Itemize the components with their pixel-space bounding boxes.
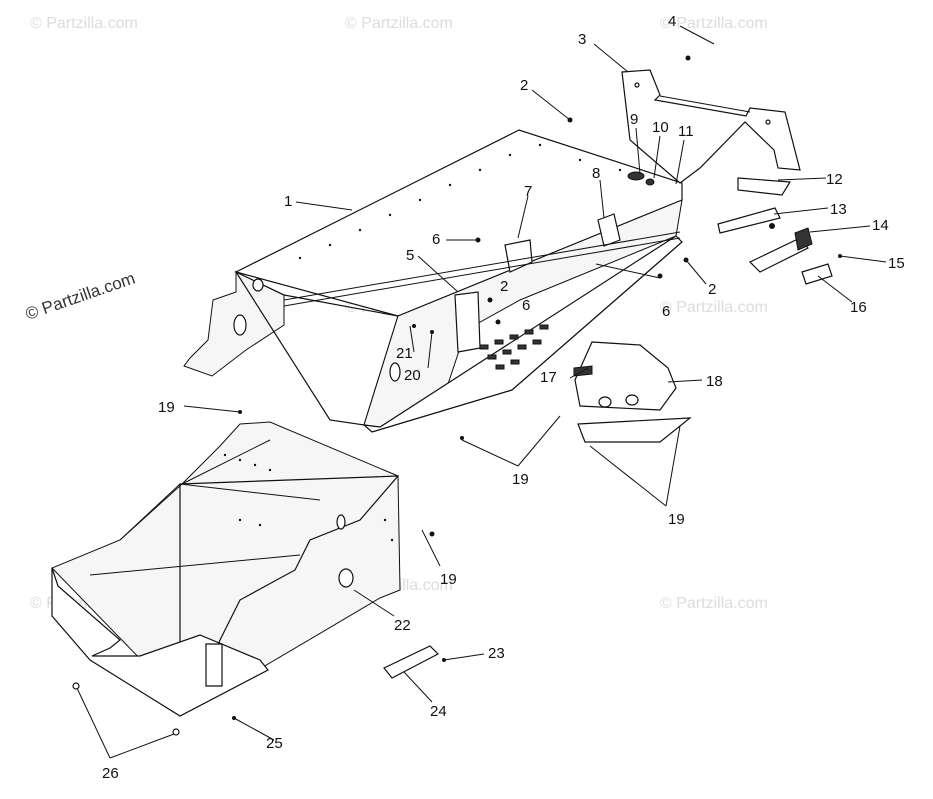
callout-6: 6 (432, 231, 440, 248)
callout-14: 14 (872, 217, 889, 234)
callout-19: 19 (668, 511, 685, 528)
callout-15: 15 (888, 255, 905, 272)
callout-4: 4 (668, 13, 676, 30)
callout-1: 1 (284, 193, 292, 210)
callouts: 1 2 2 2 3 4 5 6 6 6 7 8 9 10 11 12 13 14… (102, 13, 905, 782)
callout-22: 22 (394, 617, 411, 634)
callout-2: 2 (708, 281, 716, 298)
watermark: © Partzilla.com (345, 15, 453, 32)
callout-11: 11 (678, 123, 694, 140)
copyright-text: © Partzilla.com (23, 269, 138, 324)
watermark: © Partzilla.com (30, 15, 138, 32)
callout-24: 24 (430, 703, 447, 720)
rear-bracket (621, 69, 801, 186)
callout-17: 17 (540, 369, 557, 386)
callout-23: 23 (488, 645, 505, 662)
callout-5: 5 (406, 247, 414, 264)
watermark: © Partzilla.com (660, 15, 768, 32)
tunnel-assembly (183, 129, 683, 433)
watermark: © Partzilla.com (660, 299, 768, 316)
callout-21: 21 (396, 345, 413, 362)
callout-13: 13 (830, 201, 847, 218)
steering-bracket (573, 341, 692, 443)
callout-3: 3 (578, 31, 586, 48)
leader-lines (75, 25, 887, 759)
callout-12: 12 (826, 171, 843, 188)
watermark: © Partzilla.com (660, 595, 768, 612)
callout-16: 16 (850, 299, 867, 316)
callout-10: 10 (652, 119, 669, 136)
hitch-parts (717, 177, 833, 285)
callout-18: 18 (706, 373, 723, 390)
callout-2: 2 (500, 278, 508, 295)
lower-bulkhead (51, 421, 401, 717)
callout-20: 20 (404, 367, 421, 384)
callout-2: 2 (520, 77, 528, 94)
fasteners (72, 55, 842, 736)
callout-9: 9 (630, 111, 638, 128)
callout-19: 19 (512, 471, 529, 488)
bracket-24 (383, 645, 440, 679)
callout-26: 26 (102, 765, 119, 782)
callout-19: 19 (158, 399, 175, 416)
callout-6: 6 (662, 303, 670, 320)
callout-19: 19 (440, 571, 457, 588)
callout-7: 7 (524, 183, 532, 200)
callout-6: 6 (522, 297, 530, 314)
callout-25: 25 (266, 735, 283, 752)
callout-8: 8 (592, 165, 600, 182)
